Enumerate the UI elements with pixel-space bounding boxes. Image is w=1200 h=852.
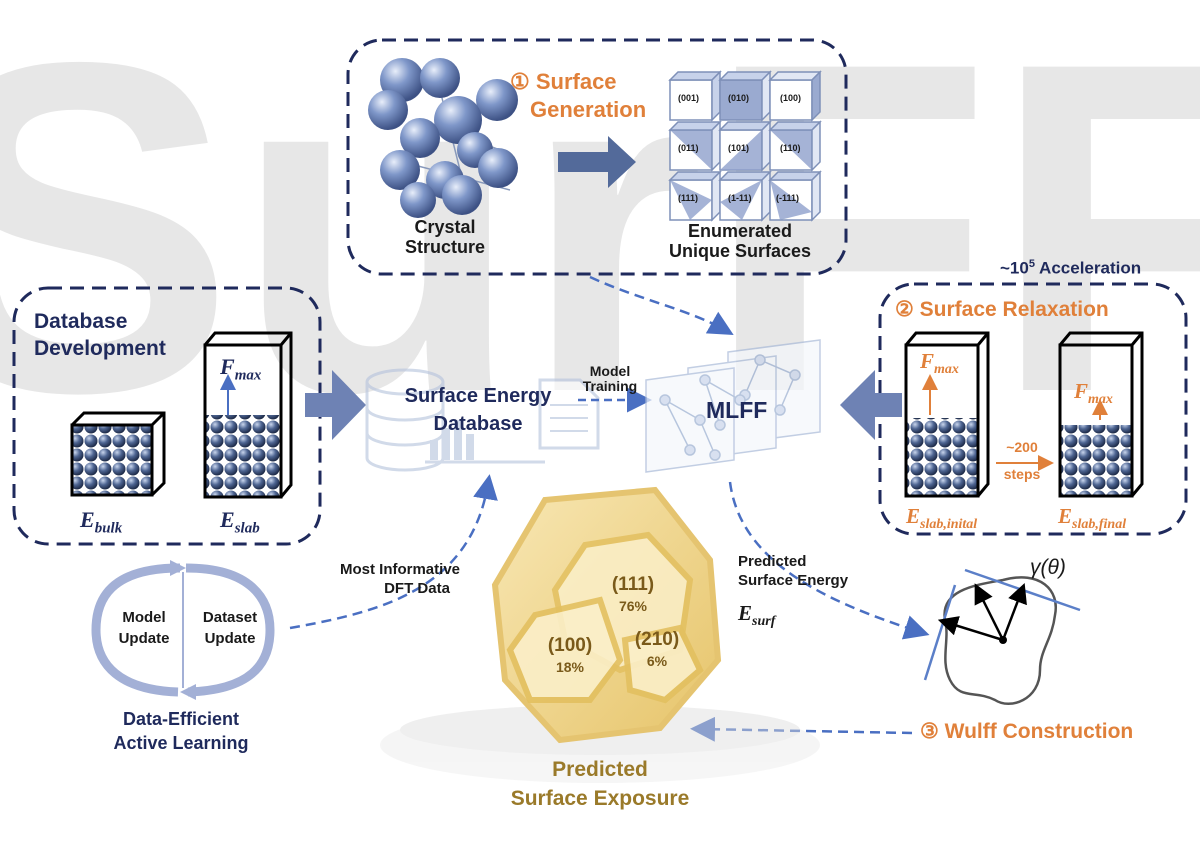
surfaces-to-mlff-arrow xyxy=(589,275,734,335)
facet-label: (-111) xyxy=(776,193,800,203)
facet-label: (010) xyxy=(728,93,750,103)
relax-steps-label: ~200 steps xyxy=(1003,439,1041,483)
predicted-surface-energy-label: Predicted Surface Energy xyxy=(738,553,849,589)
wulff-construction-label: ③ Wulff Construction xyxy=(920,720,1134,743)
final-slab-icon xyxy=(1058,331,1144,498)
active-learning-title: Data-Efficient Active Learning xyxy=(113,709,249,753)
gamma-plot-icon xyxy=(923,568,1081,705)
facet-label: (100) xyxy=(780,93,802,103)
gamma-label: γ(θ) xyxy=(1030,556,1066,579)
f-max-label: Fmax xyxy=(220,354,262,384)
database-to-db-arrow xyxy=(305,370,366,440)
facet-cubes xyxy=(668,70,822,222)
e-surf-label: Esurf xyxy=(738,601,776,630)
model-update-label: Model Update xyxy=(118,609,170,647)
relax-f-max-initial: Fmax xyxy=(920,349,959,378)
facet-label: (001) xyxy=(678,93,700,103)
e-slab-label: Eslab xyxy=(220,507,260,537)
database-icon xyxy=(365,368,600,472)
database-development-title: Database Development xyxy=(34,310,166,361)
active-learning-cycle-icon xyxy=(91,560,275,700)
wulff-polyhedron-icon xyxy=(491,486,722,744)
wulff-to-shape-arrow xyxy=(690,716,913,742)
enumerated-surfaces-label: Enumerated Unique Surfaces xyxy=(668,221,812,261)
initial-slab-icon xyxy=(904,331,990,498)
slab-box-icon xyxy=(203,331,293,499)
model-training-label: Model Training xyxy=(582,363,638,395)
crystal-structure-label: Crystal Structure xyxy=(404,217,485,257)
e-bulk-label: Ebulk xyxy=(80,507,123,537)
mlff-network-icon xyxy=(645,339,821,473)
facet-label: (101) xyxy=(728,143,750,153)
crystal-structure-icon xyxy=(368,58,518,218)
facet-label: (1-11) xyxy=(728,193,752,203)
facet-label: (111) xyxy=(678,193,699,203)
watermark-text: SurFF xyxy=(0,0,1200,490)
surface-generation-title-line2: Generation xyxy=(530,97,647,122)
facet-100-label: (100) 18% xyxy=(547,635,593,675)
generation-arrow xyxy=(558,136,636,188)
surface-generation-title: ① Surface xyxy=(510,69,617,94)
predicted-exposure-label: Predicted Surface Exposure xyxy=(510,758,690,811)
dataset-update-label: Dataset Update xyxy=(202,609,258,647)
facet-210-label: (210) 6% xyxy=(634,629,680,669)
active-learning-to-db-arrow xyxy=(289,474,498,630)
surface-relaxation-title: ② Surface Relaxation xyxy=(895,298,1109,321)
facet-111-label: (111) 76% xyxy=(611,574,655,614)
facet-label: (011) xyxy=(678,143,699,153)
facet-label: (110) xyxy=(780,143,801,153)
e-slab-initial-label: Eslab,inital xyxy=(906,504,978,533)
e-slab-final-label: Eslab,final xyxy=(1058,504,1127,533)
relax-f-max-final: Fmax xyxy=(1074,379,1113,408)
bulk-box-icon xyxy=(70,411,166,497)
surface-energy-database-label: Surface Energy Database xyxy=(404,385,552,435)
mlff-label: MLFF xyxy=(706,397,768,423)
acceleration-label: ~105 Acceleration xyxy=(1000,258,1142,278)
most-informative-label: Most Informative DFT Data xyxy=(339,561,460,597)
relaxation-to-mlff-arrow xyxy=(840,370,902,440)
mlff-to-wulff-arrow xyxy=(728,481,930,640)
